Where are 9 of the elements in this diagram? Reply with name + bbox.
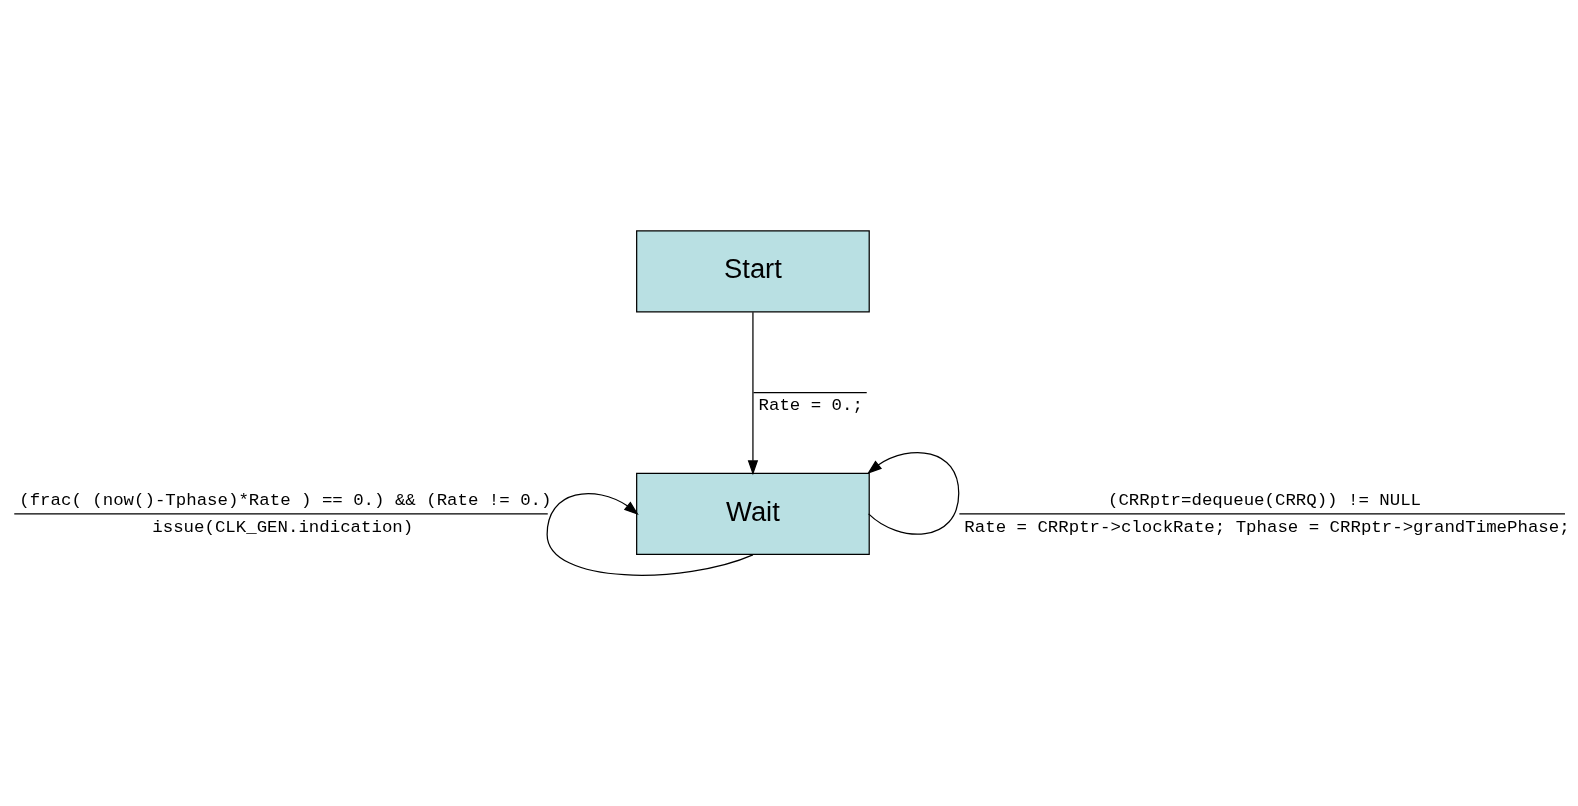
edge-label: Rate = 0.; bbox=[758, 395, 863, 415]
node-box: Start bbox=[636, 229, 870, 312]
arrow bbox=[867, 451, 960, 535]
arrow bbox=[747, 311, 759, 475]
edge-label: (frac( (now()-Tphase)*Rate ) == 0.) && (Rate != 0.) bbox=[19, 490, 552, 510]
edge-label: (CRRptr=dequeue(CRRQ)) != NULL bbox=[1107, 490, 1422, 510]
node-box: Wait bbox=[636, 472, 870, 555]
edge-label: Rate = CRRptr->clockRate; Tphase = CRRptr->grandTimePhase; bbox=[964, 517, 1570, 537]
edge-label: issue(CLK_GEN.indication) bbox=[152, 517, 414, 537]
